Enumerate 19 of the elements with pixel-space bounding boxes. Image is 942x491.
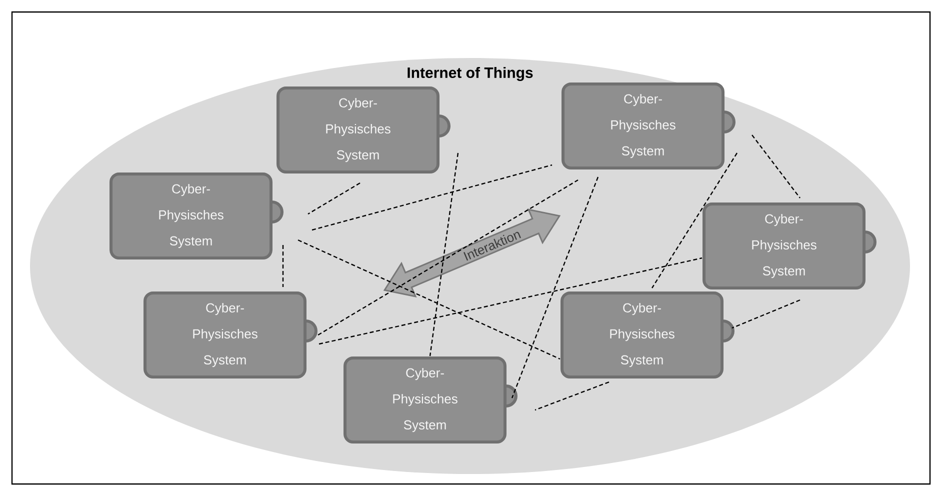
dashed-line <box>282 245 284 287</box>
dashed-line <box>308 182 360 215</box>
dashed-line <box>312 164 552 231</box>
dashed-line <box>752 134 800 198</box>
system-box: Cyber- Physisches System <box>144 292 318 378</box>
system-box: Cyber- Physisches System <box>276 86 450 174</box>
dashed-line <box>318 257 702 345</box>
dashed-line <box>732 299 800 329</box>
dashed-line <box>318 179 578 336</box>
dashed-line <box>534 381 610 411</box>
system-box: Cyber- Physisches System <box>110 172 284 260</box>
system-box: Cyber- Physisches System <box>562 82 736 170</box>
dashed-line <box>429 152 459 356</box>
system-box: Cyber- Physisches System <box>344 356 518 444</box>
dashed-line <box>652 152 738 288</box>
system-box: Cyber- Physisches System <box>560 292 734 378</box>
dashed-line <box>298 239 560 360</box>
dashed-line <box>511 176 599 398</box>
system-box: Cyber- Physisches System <box>702 202 876 290</box>
